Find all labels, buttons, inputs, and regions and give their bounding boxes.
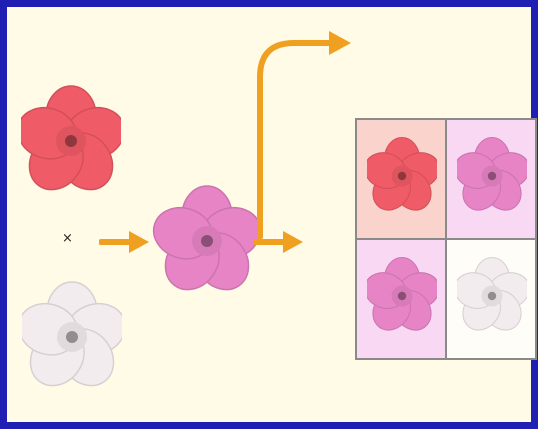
cross-symbol: × [62, 231, 73, 246]
offspring-pink-flower-icon [152, 185, 262, 291]
flower-icon [457, 136, 527, 211]
parent-red-flower-icon [21, 85, 121, 191]
punnett-square [355, 118, 537, 360]
punnett-cell [356, 119, 446, 239]
elbow-arrow-icon [257, 31, 351, 240]
arrow-right-icon [253, 231, 303, 253]
parent-white-flower-icon [22, 281, 122, 387]
punnett-cell [446, 239, 536, 359]
flower-icon [367, 136, 437, 211]
punnett-cell [356, 239, 446, 359]
punnett-cell [446, 119, 536, 239]
arrow-right-icon [99, 231, 149, 253]
flower-icon [367, 256, 437, 331]
flower-icon [457, 256, 527, 331]
